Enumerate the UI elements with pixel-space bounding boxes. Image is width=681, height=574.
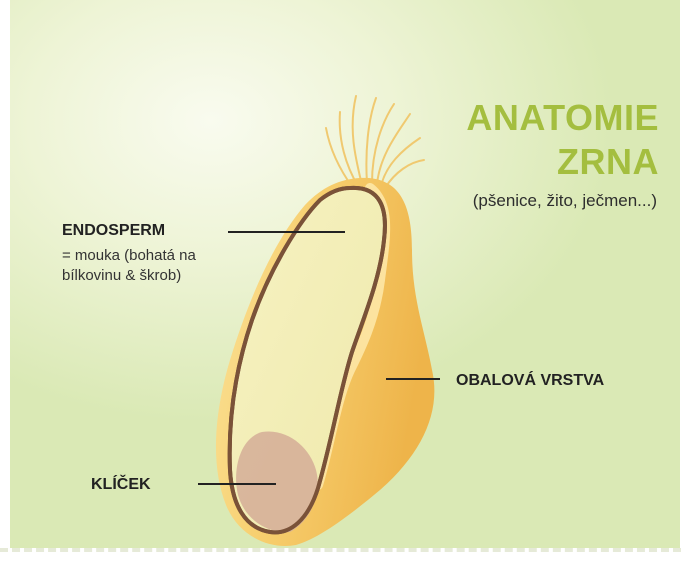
diagram-title: ANATOMIE ZRNA [466,96,659,184]
title-line-1: ANATOMIE [466,96,659,140]
grain-brush-hairs [326,96,424,188]
bran-layer-label: OBALOVÁ VRSTVA [456,372,604,390]
endosperm-desc-line-2: bílkovinu & škrob) [62,266,272,286]
endosperm-description: = mouka (bohatá na bílkovinu & škrob) [62,246,272,286]
title-line-2: ZRNA [466,140,659,184]
endosperm-label: ENDOSPERM [62,222,165,240]
endosperm-desc-line-1: = mouka (bohatá na [62,246,272,266]
germ-label: KLÍČEK [91,476,151,494]
diagram-subtitle: (pšenice, žito, ječmen...) [473,191,657,211]
